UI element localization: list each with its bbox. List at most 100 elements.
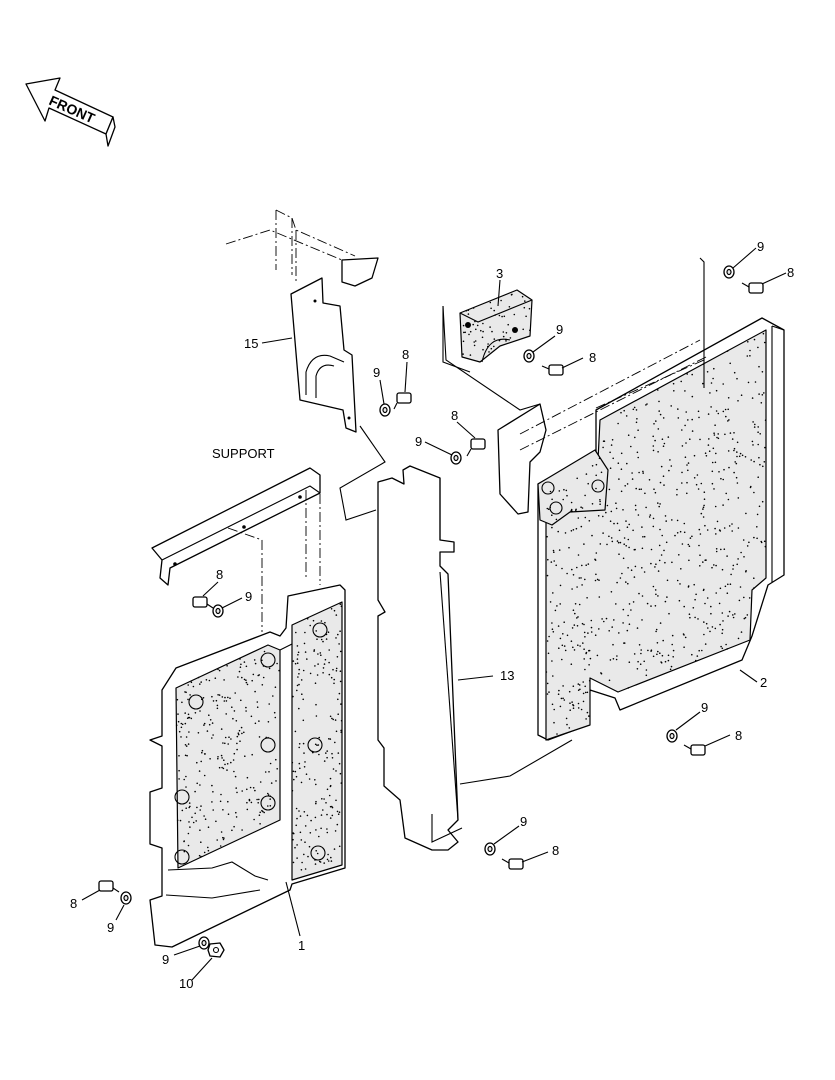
speckle-dot xyxy=(189,694,191,696)
speckle-dot xyxy=(245,706,247,709)
speckle-dot xyxy=(489,301,492,304)
speckle-dot xyxy=(737,400,739,402)
speckle-dot xyxy=(727,450,730,452)
speckle-dot xyxy=(702,508,704,510)
speckle-dot xyxy=(734,613,736,615)
speckle-dot xyxy=(333,678,336,681)
speckle-dot xyxy=(759,433,761,435)
speckle-dot xyxy=(748,541,750,544)
speckle-dot xyxy=(240,663,242,666)
speckle-dot xyxy=(750,485,752,488)
speckle-dot xyxy=(620,468,623,471)
speckle-dot xyxy=(566,494,568,497)
speckle-dot xyxy=(329,805,332,808)
speckle-dot xyxy=(693,477,696,479)
speckle-dot xyxy=(551,526,553,529)
speckle-dot xyxy=(298,743,301,745)
speckle-dot xyxy=(627,434,630,437)
speckle-dot xyxy=(194,712,197,714)
speckle-dot xyxy=(763,341,766,344)
speckle-dot xyxy=(339,680,342,683)
speckle-dot xyxy=(757,476,759,479)
speckle-dot xyxy=(258,720,260,722)
block-3 xyxy=(442,289,533,373)
speckle-dot xyxy=(216,707,219,710)
speckle-dot xyxy=(254,789,256,792)
speckle-dot xyxy=(335,799,337,802)
speckle-dot xyxy=(572,646,574,649)
speckle-dot xyxy=(685,411,687,413)
speckle-dot xyxy=(203,722,206,725)
speckle-dot xyxy=(698,528,701,531)
speckle-dot xyxy=(469,330,472,333)
speckle-dot xyxy=(659,503,661,505)
speckle-dot xyxy=(722,620,724,622)
speckle-dot xyxy=(712,447,715,450)
speckle-dot xyxy=(587,632,589,634)
speckle-dot xyxy=(670,665,673,668)
speckle-dot xyxy=(583,631,586,634)
speckle-dot xyxy=(552,631,555,633)
speckle-dot xyxy=(666,579,669,582)
speckle-dot xyxy=(239,658,241,660)
speckle-dot xyxy=(314,859,316,861)
speckle-dot xyxy=(270,782,273,784)
speckle-dot xyxy=(267,721,270,723)
speckle-dot xyxy=(292,695,294,698)
speckle-dot xyxy=(301,861,303,864)
speckle-dot xyxy=(259,781,262,783)
speckle-dot xyxy=(208,723,211,726)
speckle-dot xyxy=(691,373,693,376)
speckle-dot xyxy=(304,868,307,870)
speckle-dot xyxy=(664,515,667,517)
speckle-dot xyxy=(663,549,665,552)
speckle-dot xyxy=(291,789,294,792)
speckle-dot xyxy=(666,596,668,598)
speckle-dot xyxy=(576,625,579,627)
speckle-dot xyxy=(184,712,186,714)
speckle-dot xyxy=(635,509,637,511)
speckle-dot xyxy=(655,420,657,422)
speckle-dot xyxy=(715,389,718,392)
speckle-dot xyxy=(704,643,707,645)
speckle-dot xyxy=(605,617,608,620)
speckle-dot xyxy=(217,694,219,696)
speckle-dot xyxy=(314,665,316,667)
speckle-dot xyxy=(731,530,733,532)
speckle-dot xyxy=(313,650,315,652)
speckle-dot xyxy=(246,683,249,686)
speckle-dot xyxy=(330,676,333,679)
speckle-dot xyxy=(650,562,652,565)
speckle-dot xyxy=(227,800,229,803)
speckle-dot xyxy=(676,494,678,496)
speckle-dot xyxy=(296,662,299,664)
washer-9 xyxy=(212,604,224,618)
speckle-dot xyxy=(580,577,582,579)
speckle-dot xyxy=(610,444,613,446)
speckle-dot xyxy=(562,498,564,501)
speckle-dot xyxy=(302,698,305,701)
speckle-dot xyxy=(211,784,213,787)
speckle-dot xyxy=(644,492,646,495)
speckle-dot xyxy=(328,673,331,676)
speckle-dot xyxy=(728,466,730,469)
callout-9: 9 xyxy=(107,920,114,935)
speckle-dot xyxy=(587,563,590,565)
speckle-dot xyxy=(714,461,717,464)
speckle-dot xyxy=(657,502,659,504)
speckle-dot xyxy=(219,800,222,803)
speckle-dot xyxy=(237,676,239,678)
speckle-dot xyxy=(547,558,549,561)
speckle-dot xyxy=(549,601,552,603)
speckle-dot xyxy=(296,645,299,647)
speckle-dot xyxy=(546,535,548,538)
speckle-dot xyxy=(606,504,609,507)
speckle-dot xyxy=(632,408,635,411)
speckle-dot xyxy=(616,540,619,542)
speckle-dot xyxy=(683,531,686,534)
speckle-dot xyxy=(602,446,604,449)
speckle-dot xyxy=(713,432,715,435)
speckle-dot xyxy=(599,500,601,503)
speckle-dot xyxy=(298,683,300,686)
speckle-dot xyxy=(721,647,724,650)
